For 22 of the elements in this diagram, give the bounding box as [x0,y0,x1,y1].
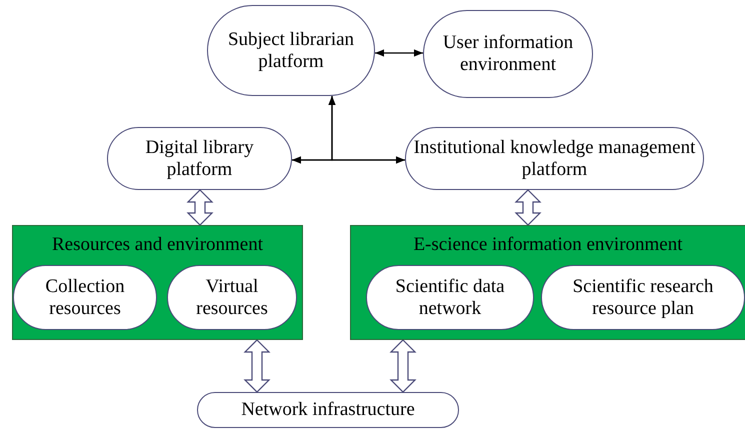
rounded-box [541,265,745,330]
box-label: Subject librarian platform [226,28,356,72]
group-title: Resources and environment [50,234,264,256]
arrow [375,49,423,57]
box-label: User information environment [442,32,574,76]
group-panel [12,225,303,340]
box-label: Network infrastructure [241,399,415,421]
block-arrow [244,339,270,393]
arrow [292,156,405,164]
box-label: Scientific research resource plan [572,276,714,320]
box-label: Institutional knowledge management platform [412,136,696,180]
box-label: Collection resources [44,276,126,320]
box-label: Digital library platform [144,136,255,180]
group-title: E-science information environment [412,234,684,256]
block-arrow [514,189,542,226]
block-arrow [390,339,416,393]
box-label: Scientific data network [394,276,506,320]
box-label: Virtual resources [195,276,269,320]
group-panel [350,225,745,340]
rounded-box [197,392,459,428]
block-arrow [186,189,214,226]
rounded-box [13,265,157,330]
